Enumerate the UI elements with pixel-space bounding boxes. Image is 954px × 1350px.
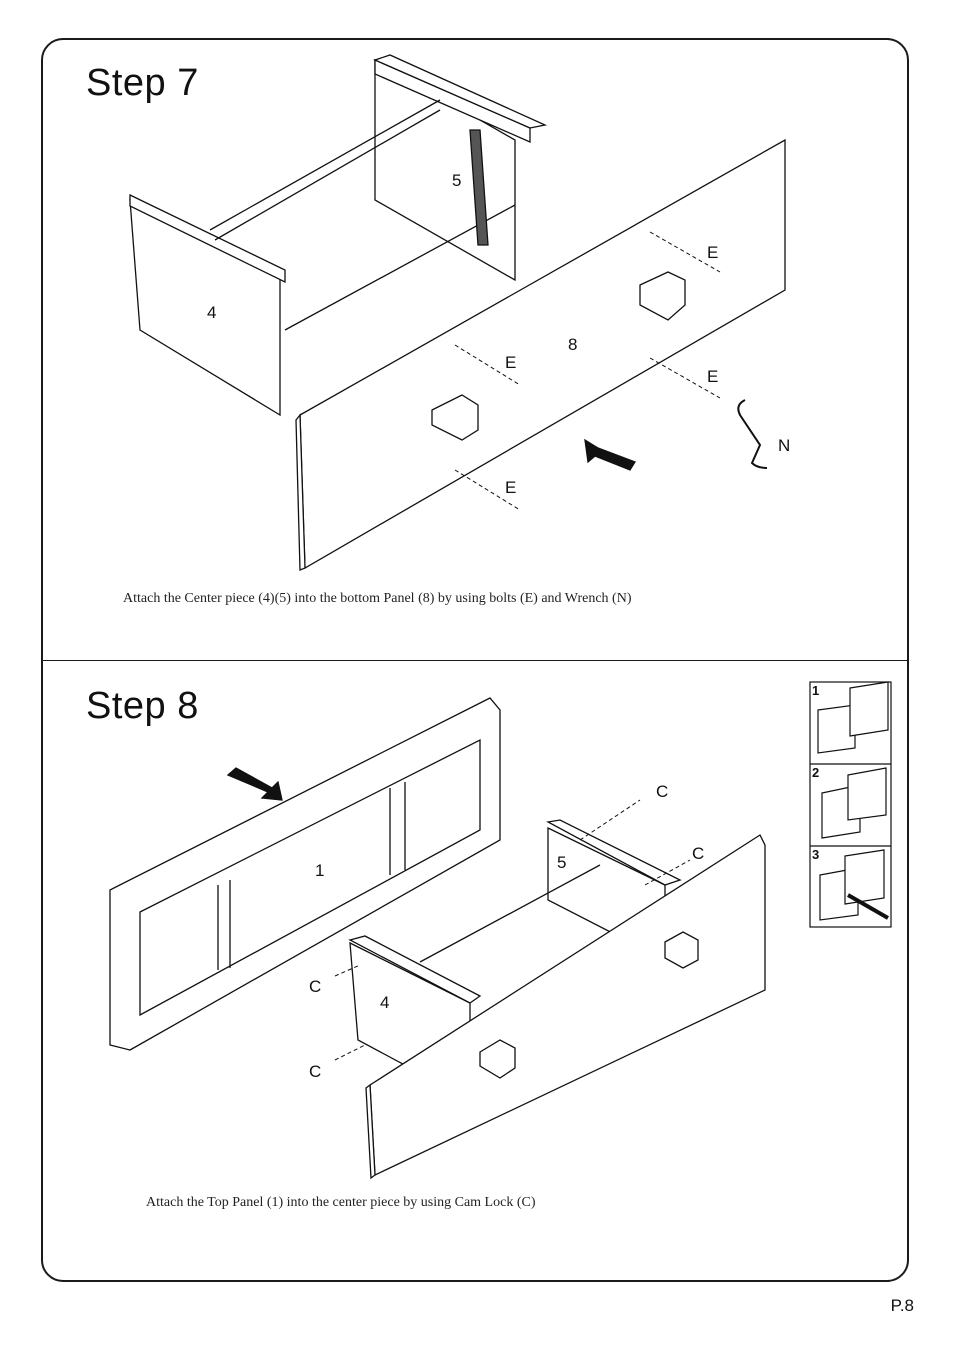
label-part-5: 5 — [452, 171, 461, 190]
inset-step-3: 3 — [812, 847, 819, 862]
label-cam-c-4: C — [309, 1062, 321, 1081]
label-part-4: 4 — [380, 993, 389, 1012]
inset-step-1: 1 — [812, 683, 819, 698]
label-bolt-e-1: E — [707, 243, 718, 262]
label-cam-c-2: C — [692, 844, 704, 863]
step-7-title: Step 7 — [86, 62, 199, 104]
label-wrench-n: N — [778, 436, 790, 455]
label-part-4: 4 — [207, 303, 216, 322]
label-part-5: 5 — [557, 853, 566, 872]
page-number: P.8 — [890, 1296, 914, 1315]
label-cam-c-1: C — [656, 782, 668, 801]
inset-step-2: 2 — [812, 765, 819, 780]
label-bolt-e-4: E — [505, 478, 516, 497]
step-divider — [41, 660, 909, 661]
step-7-illustration: 5 4 8 E E E E N — [129, 54, 790, 571]
label-part-1: 1 — [315, 861, 324, 880]
step-8-title: Step 8 — [86, 685, 199, 727]
step-8-caption: Attach the Top Panel (1) into the center… — [146, 1195, 536, 1210]
label-bolt-e-3: E — [707, 367, 718, 386]
cam-lock-inset — [809, 681, 892, 928]
panel-8 — [299, 138, 786, 570]
step-7-caption: Attach the Center piece (4)(5) into the … — [123, 591, 632, 606]
label-bolt-e-2: E — [505, 353, 516, 372]
label-cam-c-3: C — [309, 977, 321, 996]
step-8-illustration: 1 5 4 C C C C 1 2 3 — [109, 681, 892, 1180]
label-part-8: 8 — [568, 335, 577, 354]
